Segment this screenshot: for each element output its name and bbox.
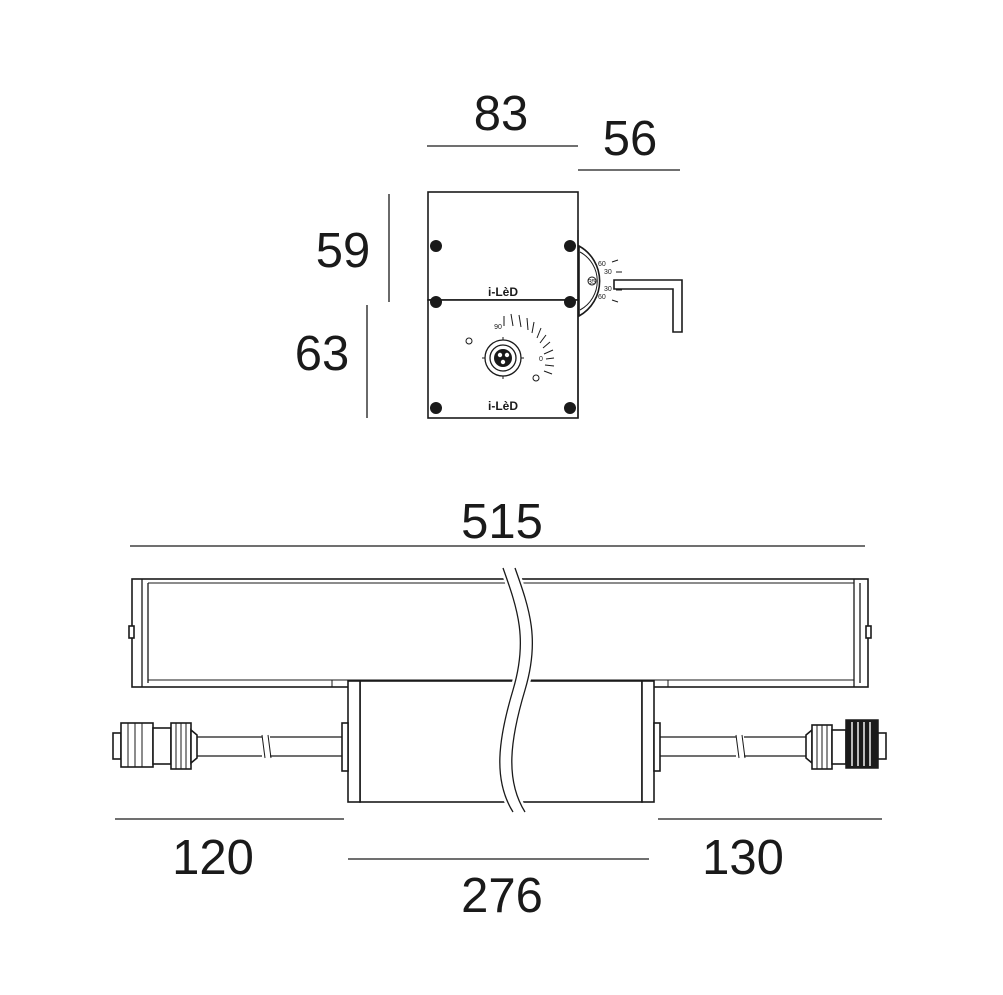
- screw-icon: [430, 296, 442, 308]
- brand-label-lower: i-LèD: [488, 399, 518, 413]
- dim-label-right-cable: 130: [702, 831, 784, 885]
- indicator-hole: [465, 337, 473, 345]
- dial-mark: 30: [604, 286, 612, 293]
- dim-label-top-depth: 56: [603, 112, 658, 166]
- main-profile: [131, 578, 869, 688]
- dial-mark: 35: [588, 279, 596, 286]
- dial-mark: 60: [598, 294, 606, 301]
- brand-label-upper: i-LèD: [488, 285, 518, 299]
- tilt-mark-90: 90: [494, 324, 502, 331]
- connector-socket-icon: [482, 337, 524, 379]
- rotation-dial: 60 30 35 30 60: [578, 244, 624, 318]
- dim-label-body-length: 276: [461, 869, 543, 923]
- left-cable: [195, 734, 342, 759]
- break-line: [496, 566, 536, 815]
- dim-label-left-cable: 120: [172, 831, 254, 885]
- end-clip: [128, 625, 135, 639]
- dial-mark: 60: [598, 261, 606, 268]
- adjustment-arm: [613, 279, 683, 333]
- screw-icon: [430, 402, 442, 414]
- front-view: 515 120 276 130: [112, 495, 887, 923]
- break-line: [511, 567, 534, 813]
- dim-label-lower-height: 63: [295, 327, 350, 381]
- end-view: i-LèD i-LèD 90 0: [295, 87, 683, 419]
- break-line: [499, 567, 522, 813]
- screw-icon: [564, 240, 576, 252]
- screw-icon: [564, 296, 576, 308]
- dim-label-top-width: 83: [474, 87, 529, 141]
- screw-icon: [564, 402, 576, 414]
- end-clip: [865, 625, 872, 639]
- indicator-hole: [532, 374, 540, 382]
- left-connector-icon: [112, 722, 198, 770]
- right-cable: [660, 734, 806, 759]
- right-connector-icon: [805, 719, 887, 770]
- dial-mark: 30: [604, 269, 612, 276]
- tilt-mark-0: 0: [539, 356, 543, 363]
- housing-upper: [427, 191, 579, 301]
- dim-label-upper-height: 59: [316, 224, 371, 278]
- tilt-scale: [503, 313, 555, 375]
- dim-label-total-length: 515: [461, 495, 543, 549]
- screw-icon: [430, 240, 442, 252]
